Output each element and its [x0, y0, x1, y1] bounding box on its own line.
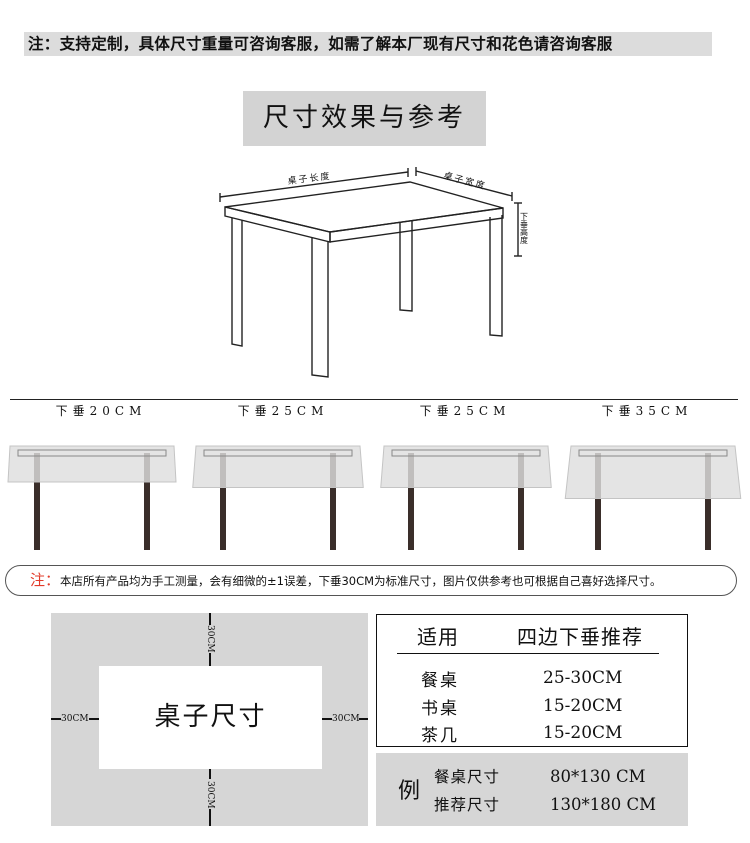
- tablecloth: [380, 445, 552, 488]
- rec-row-value: 25-30CM: [543, 668, 623, 688]
- table-top: [578, 449, 728, 457]
- drape-illustration-3: [380, 445, 552, 550]
- table-top: [224, 181, 504, 233]
- divider: [10, 399, 738, 400]
- table-top: [391, 449, 541, 457]
- table-leg: [34, 453, 40, 550]
- drape-label-3: 下垂25CM: [419, 404, 511, 418]
- rec-row-name: 书桌: [421, 699, 459, 719]
- table-leg: [144, 453, 150, 550]
- notice-text: 本店所有产品均为手工测量，会有细微的±1误差，下垂30CM为标准尺寸，图片仅供参…: [60, 574, 662, 588]
- tablecloth: [7, 445, 177, 483]
- notice-prefix: 注：: [30, 571, 61, 589]
- table-leg: [220, 453, 226, 550]
- rec-row-name: 餐桌: [421, 671, 459, 691]
- size-left-dimension: 30CM: [61, 714, 89, 724]
- top-note: 注：支持定制，具体尺寸重量可咨询客服，如需了解本厂现有尺寸和花色请咨询客服: [24, 32, 712, 56]
- rec-row-value: 15-20CM: [543, 696, 623, 716]
- size-top-dimension: 30CM: [205, 625, 215, 653]
- example-mark: 例: [398, 779, 421, 804]
- tablecloth: [192, 445, 364, 488]
- drop-recommendation-table: 适用 四边下垂推荐 餐桌 25-30CM 书桌 15-20CM 茶几 15-20…: [376, 614, 688, 747]
- size-bottom-dimension: 30CM: [205, 781, 215, 809]
- table-leg-front: [311, 238, 329, 378]
- width-label: 桌子宽度: [442, 169, 488, 192]
- table-top: [203, 449, 353, 457]
- table-leg: [408, 453, 414, 550]
- table-top: [17, 449, 167, 457]
- header-use: 适用: [417, 625, 459, 649]
- tablecloth: [564, 445, 742, 499]
- drape-label-4: 下垂35CM: [601, 404, 693, 418]
- drape-options-row: 下垂20CM 下垂25CM 下垂25CM 下垂35CM: [10, 397, 738, 419]
- example-row-value: 80*130 CM: [550, 767, 646, 786]
- measurement-notice: 注：本店所有产品均为手工测量，会有细微的±1误差，下垂30CM为标准尺寸，图片仅…: [5, 565, 737, 596]
- drape-illustrations: [7, 445, 742, 550]
- table-leg-left: [231, 218, 243, 347]
- drape-illustration-2: [192, 445, 364, 550]
- size-center-label: 桌子尺寸: [99, 666, 322, 769]
- table-leg: [518, 453, 524, 550]
- rec-row-name: 茶几: [421, 726, 459, 746]
- table-leg-right: [489, 215, 503, 337]
- table-leg-back: [399, 220, 413, 312]
- example-row-name: 餐桌尺寸: [434, 768, 501, 786]
- section-title: 尺寸效果与参考: [243, 91, 486, 146]
- length-dimension-line: [219, 171, 409, 198]
- header-rule: [397, 653, 659, 654]
- table-leg: [330, 453, 336, 550]
- drape-illustration-4: [564, 445, 742, 550]
- table-diagram: 桌子长度 桌子宽度 下垂高度: [219, 167, 529, 378]
- example-row-name: 推荐尺寸: [434, 796, 501, 814]
- length-label: 桌子长度: [287, 170, 332, 187]
- drape-label-2: 下垂25CM: [237, 404, 329, 418]
- rec-row-value: 15-20CM: [543, 723, 623, 743]
- table-leg: [705, 453, 711, 550]
- width-dimension-line: [415, 170, 513, 197]
- table-leg: [595, 453, 601, 550]
- example-row-value: 130*180 CM: [550, 795, 657, 814]
- table-front-left-edge: [224, 206, 331, 243]
- example-box: 例 餐桌尺寸 80*130 CM 推荐尺寸 130*180 CM: [376, 753, 688, 826]
- drop-label: 下垂高度: [520, 212, 529, 245]
- drape-label-1: 下垂20CM: [55, 404, 147, 418]
- drape-illustration-1: [7, 445, 177, 550]
- table-front-right-edge: [329, 207, 504, 243]
- header-drop: 四边下垂推荐: [517, 625, 643, 649]
- size-diagram: 桌子尺寸 30CM 30CM 30CM 30CM: [51, 613, 368, 826]
- size-right-dimension: 30CM: [332, 714, 360, 724]
